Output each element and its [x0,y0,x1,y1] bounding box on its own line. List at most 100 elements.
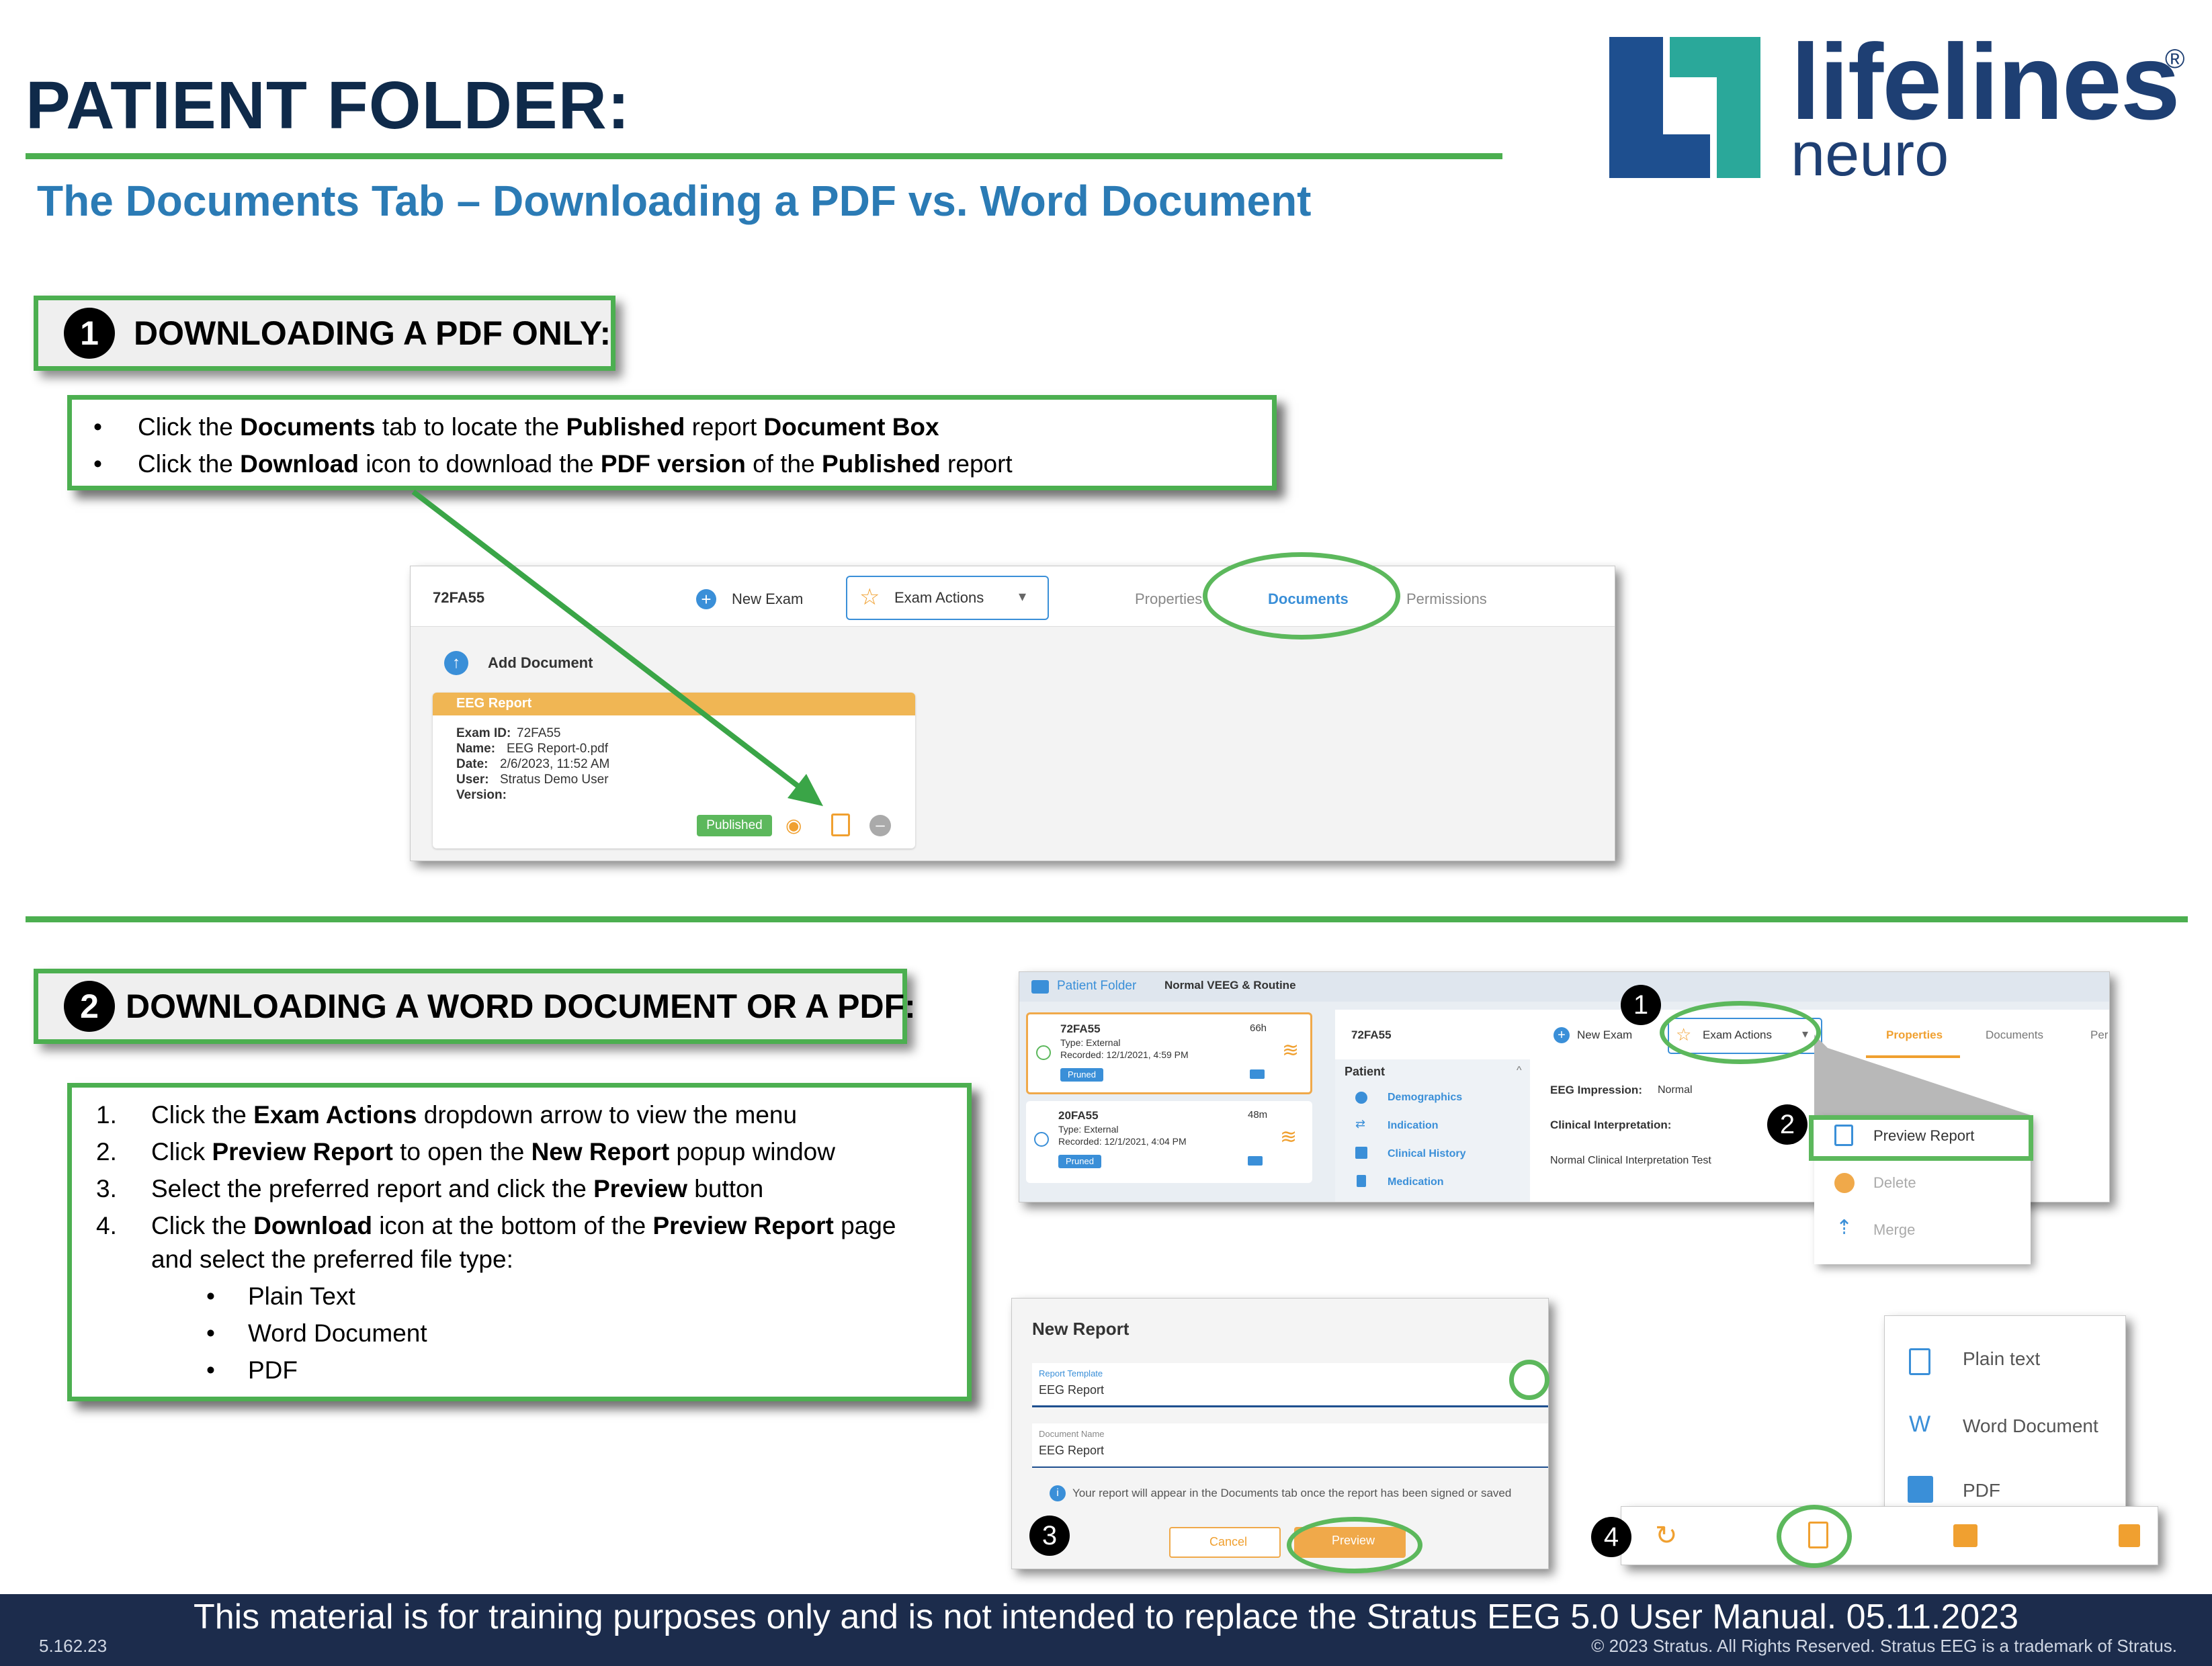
add-document-button[interactable]: Add Document [488,654,593,671]
instruction-2: Click the Download icon to download the … [138,450,1013,478]
plus-icon: + [696,589,716,609]
section1-instructions: • Click the Documents tab to locate the … [67,395,1277,490]
option-word-document[interactable]: Word Document [1963,1415,2098,1436]
menu-item-preview-report[interactable]: Preview Report [1873,1127,1975,1144]
bullet-symbol: • [206,1356,215,1384]
highlight-download-icon [1777,1505,1852,1568]
highlight-documents-tab [1203,552,1400,640]
step-number: 4. [96,1212,117,1239]
report-template-value: EEG Report [1039,1383,1105,1397]
footer-version: 5.162.23 [39,1636,108,1656]
document-name-label: Document Name [1039,1429,1105,1439]
field-label: Exam ID: [456,726,511,740]
refresh-icon[interactable]: ↻ [1655,1521,1678,1550]
exam-card[interactable]: 20FA55 48m Type: External Recorded: 12/1… [1026,1101,1312,1183]
cancel-label: Cancel [1209,1535,1248,1548]
bullet-symbol: • [93,413,102,441]
menu-item-delete[interactable]: Delete [1873,1174,1916,1191]
exam-card-duration: 48m [1248,1109,1268,1121]
option-plain-text[interactable]: Plain text [1963,1348,2041,1369]
document-name-value: EEG Report [1039,1444,1105,1457]
eeg-impression-label: EEG Impression: [1550,1084,1642,1096]
exam-card-id: 20FA55 [1058,1109,1099,1122]
cancel-button[interactable]: Cancel [1169,1527,1281,1558]
eeg-impression-value: Normal [1658,1084,1693,1096]
pruned-badge: Pruned [1060,1068,1103,1082]
document-card-header [433,693,915,715]
footer-copyright: © 2023 Stratus. All Rights Reserved. Str… [1591,1636,2177,1656]
pill-bottle-icon [1357,1175,1366,1187]
section2-heading: DOWNLOADING A WORD DOCUMENT OR A PDF: [126,988,916,1025]
step-4: Click the Download icon at the bottom of… [151,1212,896,1239]
step-4-continued: and select the preferred file type: [151,1245,513,1273]
upload-icon: ↑ [444,651,468,675]
preview-report-icon [1834,1125,1853,1146]
chevron-up-icon[interactable]: ^ [1517,1065,1522,1076]
status-badge: Published [697,815,772,836]
sidebar-item-clinical-history[interactable]: Clinical History [1388,1148,1466,1159]
save-icon[interactable] [2119,1524,2140,1547]
tab-documents[interactable]: Documents [1986,1028,2043,1041]
callout-1: 1 [1621,985,1661,1025]
step-number: 1. [96,1101,117,1129]
preview-toolbar: ↻ [1621,1506,2158,1565]
option-pdf[interactable]: PDF [1963,1480,2000,1501]
exam-card-type: Type: External [1060,1037,1121,1048]
eye-icon[interactable]: ◉ [785,815,802,836]
file-type-word: Word Document [248,1319,427,1347]
logo-registered-mark: ® [2165,44,2185,74]
sidebar-item-demographics[interactable]: Demographics [1388,1092,1463,1103]
active-tab-underline [1866,1055,1960,1058]
step-1: Click the Exam Actions dropdown arrow to… [151,1101,798,1129]
download-icon[interactable] [831,814,850,836]
folder-icon[interactable] [1953,1524,1977,1547]
section2-number: 2 [64,981,115,1032]
exam-actions-button[interactable]: ☆ Exam Actions ▾ [846,576,1049,620]
report-template-select[interactable]: Report Template EEG Report [1032,1363,1548,1407]
footer-bar [0,1594,2212,1666]
video-icon [1248,1156,1263,1166]
sidebar-item-medication[interactable]: Medication [1388,1176,1444,1188]
callout-2: 2 [1767,1104,1807,1145]
person-icon [1355,1092,1367,1104]
sidebar-item-indication[interactable]: Indication [1388,1120,1439,1131]
step-number: 3. [96,1175,117,1202]
delete-icon [1834,1173,1855,1193]
tab-properties[interactable]: Properties [1886,1028,1943,1041]
new-exam-button[interactable]: New Exam [1577,1028,1633,1041]
new-report-popup: New Report Report Template EEG Report Do… [1011,1298,1549,1569]
breadcrumb[interactable]: Patient Folder [1057,979,1137,993]
section2-heading-box: 2 DOWNLOADING A WORD DOCUMENT OR A PDF: [34,969,916,1044]
video-icon [1250,1069,1265,1079]
footer-disclaimer: This material is for training purposes o… [193,1597,2019,1636]
step-number: 2. [96,1138,117,1166]
callout-4: 4 [1591,1517,1631,1557]
remove-icon[interactable]: – [869,815,891,836]
document-name-field[interactable]: Document Name EEG Report [1032,1423,1548,1468]
menu-item-merge[interactable]: Merge [1873,1221,1916,1238]
exam-card-selected[interactable]: 72FA55 66h Type: External Recorded: 12/1… [1026,1012,1312,1094]
swap-icon: ⇄ [1355,1117,1366,1131]
chevron-down-icon: ▾ [1019,588,1027,605]
tab-properties[interactable]: Properties [1135,590,1203,607]
exam-card-type: Type: External [1058,1124,1119,1135]
new-exam-button[interactable]: New Exam [732,590,804,607]
field-value: Stratus Demo User [500,773,609,787]
highlight-preview-report [1809,1115,2033,1161]
highlight-preview-button [1287,1517,1422,1573]
plus-icon: + [1554,1027,1570,1043]
tab-permissions[interactable]: Permissions [1406,590,1487,607]
exam-id: 72FA55 [433,589,485,606]
star-icon: ☆ [859,584,880,610]
tab-permissions[interactable]: Per [2090,1028,2109,1041]
patient-sidebar [1335,1059,1530,1202]
folder-icon [1031,980,1049,994]
folder-name: Normal VEEG & Routine [1164,979,1296,992]
logo-wordmark: lifelines [1791,21,2180,142]
download-options-menu: Plain text W Word Document PDF [1884,1315,2126,1537]
page-title: PATIENT FOLDER: [26,68,631,143]
popup-title: New Report [1032,1319,1130,1339]
merge-icon: ⇡ [1836,1217,1853,1239]
